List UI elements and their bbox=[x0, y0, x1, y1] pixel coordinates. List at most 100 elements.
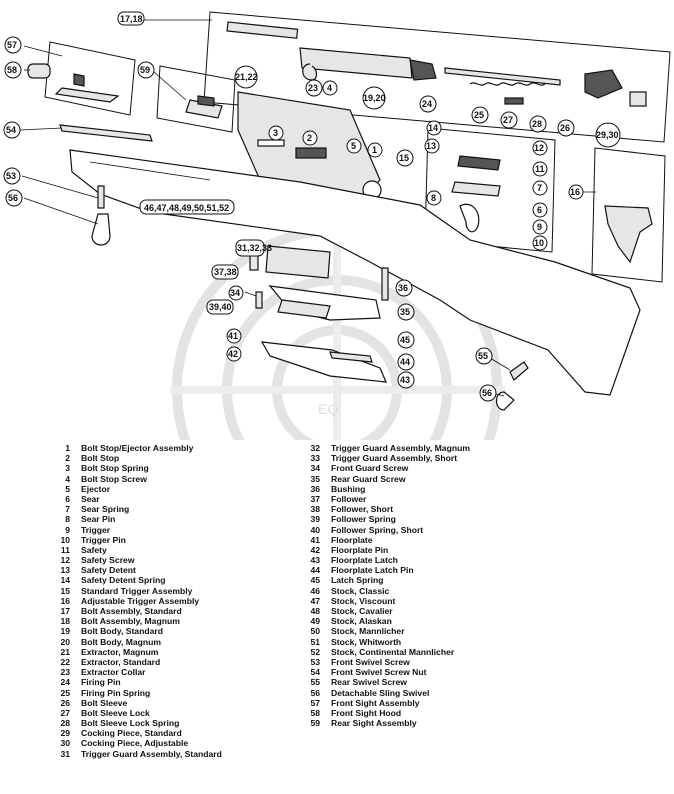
legend-number: 42 bbox=[310, 544, 320, 555]
svg-text:10: 10 bbox=[534, 238, 544, 248]
legend-number: 17 bbox=[60, 606, 70, 616]
legend-label: Floorplate Latch Pin bbox=[331, 565, 414, 576]
adjustable-trigger-box bbox=[591, 147, 666, 283]
svg-text:13: 13 bbox=[426, 141, 436, 151]
legend-number: 3 bbox=[65, 463, 70, 474]
legend-label: Bolt Stop/Ejector Assembly bbox=[81, 443, 194, 453]
callout-15: 15 bbox=[396, 149, 414, 167]
bolt-sleeve-lock-part bbox=[504, 97, 524, 105]
svg-text:36: 36 bbox=[398, 283, 408, 293]
legend-number: 53 bbox=[310, 656, 320, 667]
svg-text:14: 14 bbox=[428, 123, 438, 133]
callout-1: 1 bbox=[367, 142, 383, 158]
svg-text:8: 8 bbox=[431, 193, 436, 203]
legend-label: Trigger Guard Assembly, Short bbox=[331, 453, 458, 464]
legend-item: 9 Trigger bbox=[52, 525, 297, 535]
callout-34: 34 bbox=[228, 285, 244, 301]
watermark-text: EQ bbox=[318, 401, 338, 417]
callout-10: 10 bbox=[532, 235, 548, 251]
callout-5: 5 bbox=[346, 138, 362, 154]
svg-text:29,30: 29,30 bbox=[596, 130, 619, 140]
legend-number: 36 bbox=[310, 483, 320, 494]
legend-number: 30 bbox=[60, 738, 70, 749]
legend-label: Follower, Short bbox=[331, 504, 394, 515]
svg-text:55: 55 bbox=[478, 351, 488, 361]
legend-number: 2 bbox=[65, 453, 70, 464]
svg-text:53: 53 bbox=[6, 171, 16, 181]
legend-number: 9 bbox=[65, 524, 70, 535]
legend-label: Stock, Cavalier bbox=[331, 606, 393, 616]
legend-number: 23 bbox=[60, 667, 70, 678]
bottom-metal-parts bbox=[249, 245, 389, 383]
svg-text:42: 42 bbox=[228, 349, 238, 359]
legend-number: 39 bbox=[310, 514, 320, 525]
svg-text:26: 26 bbox=[560, 123, 570, 133]
legend-label: Bolt Stop bbox=[81, 453, 120, 464]
svg-text:31,32,33: 31,32,33 bbox=[237, 243, 272, 253]
legend-label: Bolt Assembly, Magnum bbox=[81, 616, 180, 627]
swivel-parts bbox=[91, 185, 529, 411]
legend-item: 57 Front Sight Assembly bbox=[302, 698, 542, 708]
legend-number: 48 bbox=[310, 606, 320, 616]
legend-number: 56 bbox=[310, 687, 320, 698]
legend-number: 15 bbox=[60, 585, 70, 596]
legend-label: Front Sight Assembly bbox=[331, 697, 420, 708]
svg-text:1: 1 bbox=[372, 145, 377, 155]
svg-text:5: 5 bbox=[351, 141, 356, 151]
svg-text:58: 58 bbox=[7, 65, 17, 75]
callout-9: 9 bbox=[532, 219, 548, 235]
legend-label: Follower Spring, Short bbox=[331, 524, 424, 535]
legend-number: 41 bbox=[310, 534, 320, 545]
legend-number: 11 bbox=[60, 544, 70, 555]
legend-label: Ejector bbox=[81, 483, 111, 494]
leader-lines bbox=[19, 19, 596, 397]
legend-label: Front Swivel Screw Nut bbox=[331, 667, 427, 678]
legend-label: Stock, Viscount bbox=[331, 595, 396, 606]
legend-label: Bolt Stop Screw bbox=[81, 473, 147, 484]
legend-label: Rear Swivel Screw bbox=[331, 677, 407, 688]
legend-label: Sear Pin bbox=[81, 514, 116, 525]
legend-label: Safety Detent Spring bbox=[81, 575, 166, 586]
legend-number: 57 bbox=[310, 697, 320, 708]
legend-label: Floorplate bbox=[331, 534, 373, 545]
legend-label: Bushing bbox=[331, 483, 366, 494]
legend-item: 41 Floorplate bbox=[302, 535, 542, 545]
bolt-body-part bbox=[299, 47, 413, 79]
svg-text:46,47,48,49,50,51,52: 46,47,48,49,50,51,52 bbox=[144, 203, 229, 213]
callout-23: 23 bbox=[305, 79, 323, 97]
callout-6: 6 bbox=[532, 202, 548, 218]
watermark: EQ bbox=[170, 225, 505, 440]
bolt-parts bbox=[226, 21, 647, 107]
legend-number: 29 bbox=[60, 728, 70, 739]
legend-label: Sear bbox=[81, 493, 100, 504]
legend-number: 19 bbox=[60, 626, 70, 637]
callout-12: 12 bbox=[532, 140, 548, 156]
callout-stock-range: 46,47,48,49,50,51,52 bbox=[139, 199, 235, 215]
legend-label: Trigger bbox=[81, 524, 111, 535]
legend-number: 13 bbox=[60, 565, 70, 576]
callout-8: 8 bbox=[426, 190, 442, 206]
legend-label: Firing Pin bbox=[81, 677, 121, 688]
firing-pin-spring-part bbox=[469, 82, 546, 86]
callout-2: 2 bbox=[302, 130, 318, 146]
svg-text:4: 4 bbox=[327, 83, 332, 93]
svg-text:17,18: 17,18 bbox=[120, 14, 143, 24]
standard-trigger-box bbox=[424, 127, 556, 253]
